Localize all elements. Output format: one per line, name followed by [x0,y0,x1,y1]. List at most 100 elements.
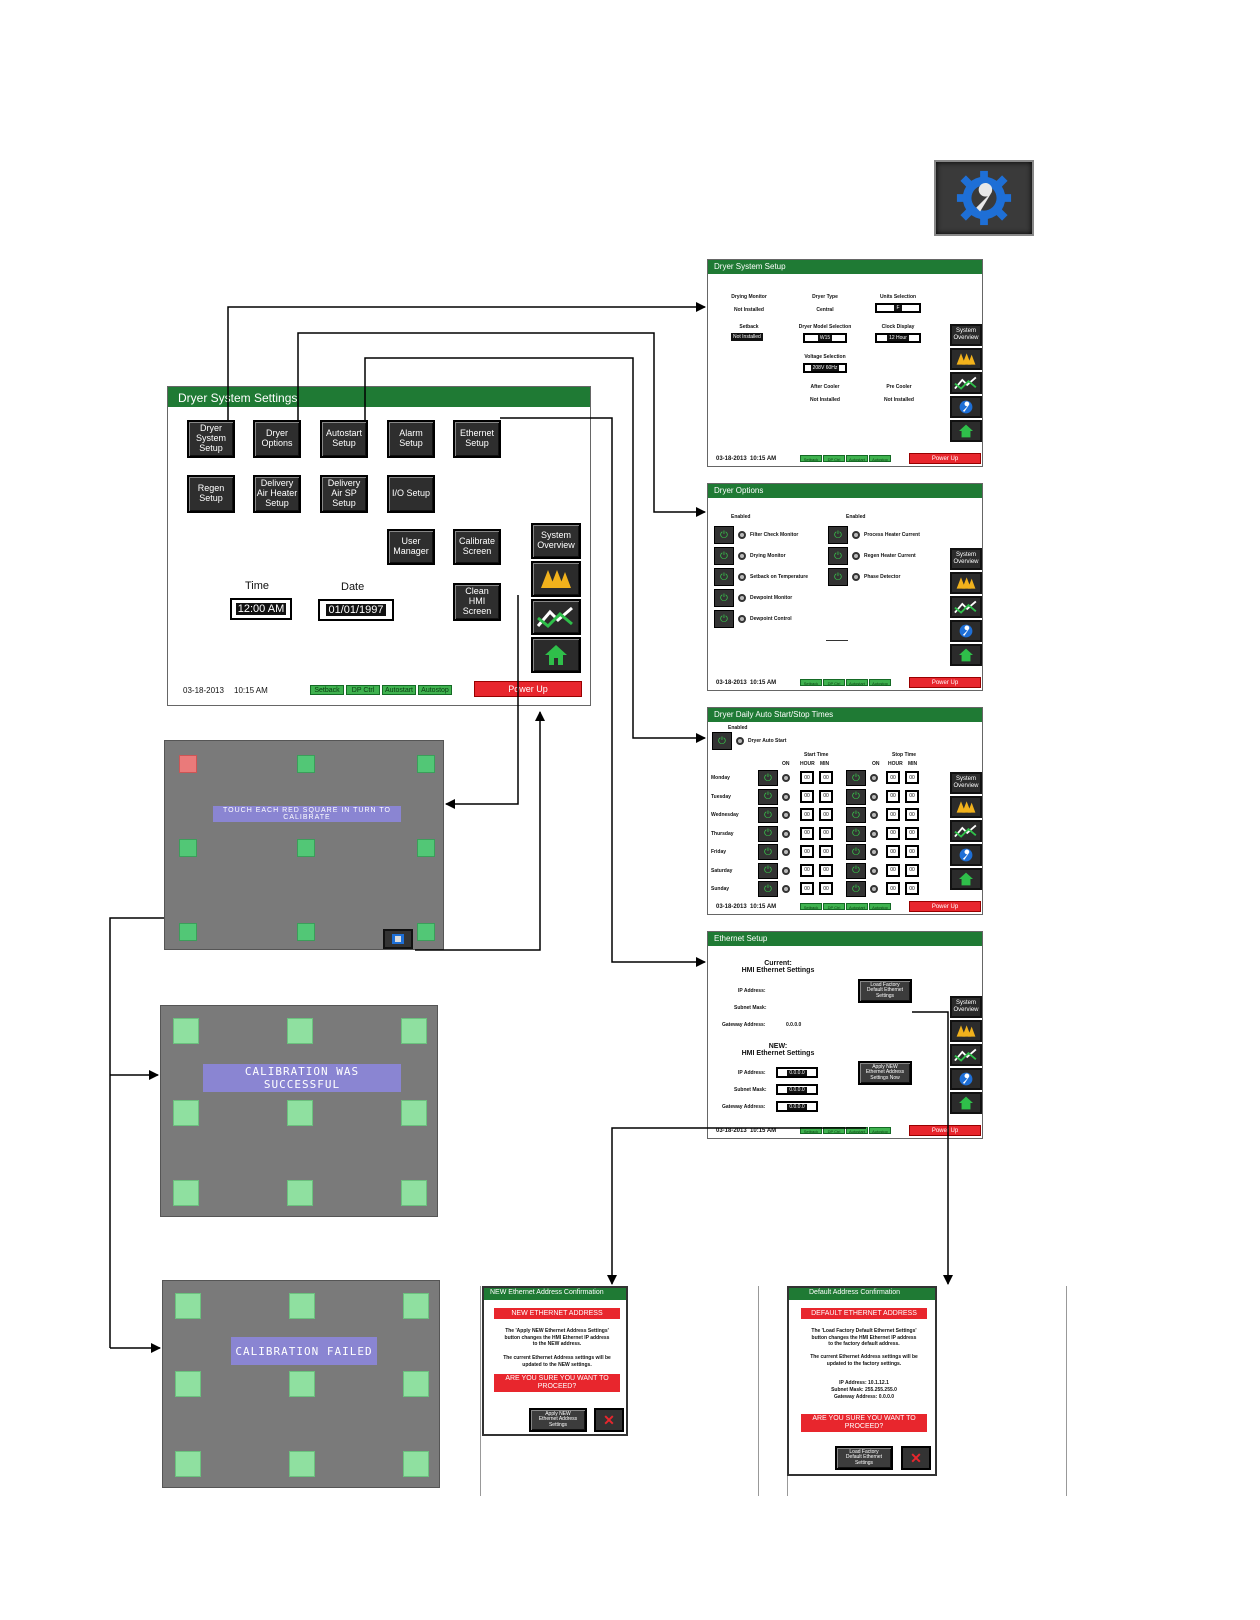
side-trend-button[interactable] [950,372,982,394]
side-home-button[interactable] [950,420,982,442]
start-min-field[interactable]: 00 [819,845,833,858]
setback-value[interactable]: Not Installed [731,333,763,341]
calibrate-screen-button[interactable]: Calibrate Screen [453,529,501,565]
stop-hour-field[interactable]: 00 [886,789,900,803]
apply-new-ethernet-button[interactable]: Apply NEW Ethernet Address Settings Now [858,1061,912,1085]
stop-min-field[interactable]: 00 [905,808,919,821]
units-selection-field[interactable]: F [875,303,921,313]
date-field[interactable]: 01/01/1997 [318,599,394,621]
stop-hour-field[interactable]: 00 [886,771,900,784]
stop-hour-field[interactable]: 00 [886,863,900,877]
side-trend-button[interactable] [950,820,982,842]
dryer-options-button[interactable]: Dryer Options [253,420,301,458]
power-up-button[interactable]: Power Up [474,681,582,697]
option-toggle[interactable]: ⏻ [828,568,848,586]
power-up-button[interactable]: Power Up [909,677,981,688]
stop-min-field[interactable]: 00 [905,826,919,840]
side-settings-button[interactable] [950,844,982,866]
start-min-field[interactable]: 00 [819,771,833,784]
side-trend-button[interactable] [950,1044,982,1066]
stop-hour-field[interactable]: 00 [886,826,900,840]
stop-hour-field[interactable]: 00 [886,808,900,821]
start-min-field[interactable]: 00 [819,826,833,840]
user-manager-button[interactable]: User Manager [387,529,435,565]
day-start-toggle[interactable]: ⏻ [758,862,778,879]
day-stop-toggle[interactable]: ⏻ [846,844,866,860]
option-toggle[interactable]: ⏻ [828,547,848,565]
side-trend-button[interactable] [950,596,982,618]
side-alarm-button[interactable] [950,572,982,594]
start-min-field[interactable]: 00 [819,882,833,895]
side-home-button[interactable] [950,1092,982,1114]
option-toggle[interactable]: ⏻ [828,526,848,544]
stop-hour-field[interactable]: 00 [886,882,900,895]
side-settings-button[interactable] [950,396,982,418]
side-alarm-button[interactable] [950,1020,982,1042]
cancel-button[interactable]: ✕ [901,1446,931,1470]
start-min-field[interactable]: 00 [819,808,833,821]
calibration-target-active[interactable] [179,755,197,773]
day-start-toggle[interactable]: ⏻ [758,881,778,897]
option-toggle[interactable]: ⏻ [714,526,734,544]
day-stop-toggle[interactable]: ⏻ [846,807,866,823]
home-nav-button[interactable] [531,637,581,673]
option-toggle[interactable]: ⏻ [714,589,734,607]
stop-min-field[interactable]: 00 [905,789,919,803]
side-system-overview-button[interactable]: System Overview [950,772,982,794]
start-hour-field[interactable]: 00 [800,826,814,840]
cancel-button[interactable]: ✕ [594,1408,624,1432]
load-factory-default-button[interactable]: Load Factory Default Ethernet Settings [858,979,912,1003]
delivery-air-heater-setup-button[interactable]: Delivery Air Heater Setup [253,475,301,513]
start-min-field[interactable]: 00 [819,789,833,803]
start-hour-field[interactable]: 00 [800,789,814,803]
day-start-toggle[interactable]: ⏻ [758,825,778,842]
apply-new-ethernet-confirm-button[interactable]: Apply NEW Ethernet Address Settings [529,1408,587,1432]
delivery-air-sp-setup-button[interactable]: Delivery Air SP Setup [320,475,368,513]
clock-display-field[interactable]: 12 Hour [875,333,921,343]
stop-min-field[interactable]: 00 [905,882,919,895]
day-stop-toggle[interactable]: ⏻ [846,825,866,842]
side-alarm-button[interactable] [950,348,982,370]
option-toggle[interactable]: ⏻ [714,568,734,586]
clean-hmi-screen-button[interactable]: Clean HMI Screen [453,583,501,621]
calibration-exit-button[interactable] [383,929,413,949]
stop-min-field[interactable]: 00 [905,845,919,858]
power-up-button[interactable]: Power Up [909,901,981,912]
option-toggle[interactable]: ⏻ [714,610,734,628]
auto-start-toggle[interactable]: ⏻ [712,732,732,750]
autostart-setup-button[interactable]: Autostart Setup [320,420,368,458]
start-min-field[interactable]: 00 [819,863,833,877]
start-hour-field[interactable]: 00 [800,771,814,784]
ethernet-setup-button[interactable]: Ethernet Setup [453,420,501,458]
start-hour-field[interactable]: 00 [800,808,814,821]
dryer-model-field[interactable]: W15 [803,333,847,343]
alarm-nav-button[interactable] [531,561,581,597]
voltage-field[interactable]: 208V 60Hz [803,363,847,373]
start-hour-field[interactable]: 00 [800,863,814,877]
day-stop-toggle[interactable]: ⏻ [846,770,866,786]
side-settings-button[interactable] [950,620,982,642]
side-system-overview-button[interactable]: System Overview [950,996,982,1018]
regen-setup-button[interactable]: Regen Setup [187,475,235,513]
power-up-button[interactable]: Power Up [909,1125,981,1136]
stop-hour-field[interactable]: 00 [886,845,900,858]
new-ip-field[interactable]: 0.0.0.0 [776,1067,818,1078]
trend-nav-button[interactable] [531,599,581,635]
side-system-overview-button[interactable]: System Overview [950,324,982,346]
day-start-toggle[interactable]: ⏻ [758,788,778,805]
load-factory-default-confirm-button[interactable]: Load Factory Default Ethernet Settings [835,1446,893,1470]
dryer-system-setup-button[interactable]: Dryer System Setup [187,420,235,458]
power-up-button[interactable]: Power Up [909,453,981,464]
day-stop-toggle[interactable]: ⏻ [846,881,866,897]
system-overview-button[interactable]: System Overview [531,523,581,559]
day-stop-toggle[interactable]: ⏻ [846,862,866,879]
side-home-button[interactable] [950,868,982,890]
day-stop-toggle[interactable]: ⏻ [846,788,866,805]
alarm-setup-button[interactable]: Alarm Setup [387,420,435,458]
time-field[interactable]: 12:00 AM [230,598,292,620]
option-toggle[interactable]: ⏻ [714,547,734,565]
side-alarm-button[interactable] [950,796,982,818]
stop-min-field[interactable]: 00 [905,771,919,784]
io-setup-button[interactable]: I/O Setup [387,475,435,513]
start-hour-field[interactable]: 00 [800,845,814,858]
